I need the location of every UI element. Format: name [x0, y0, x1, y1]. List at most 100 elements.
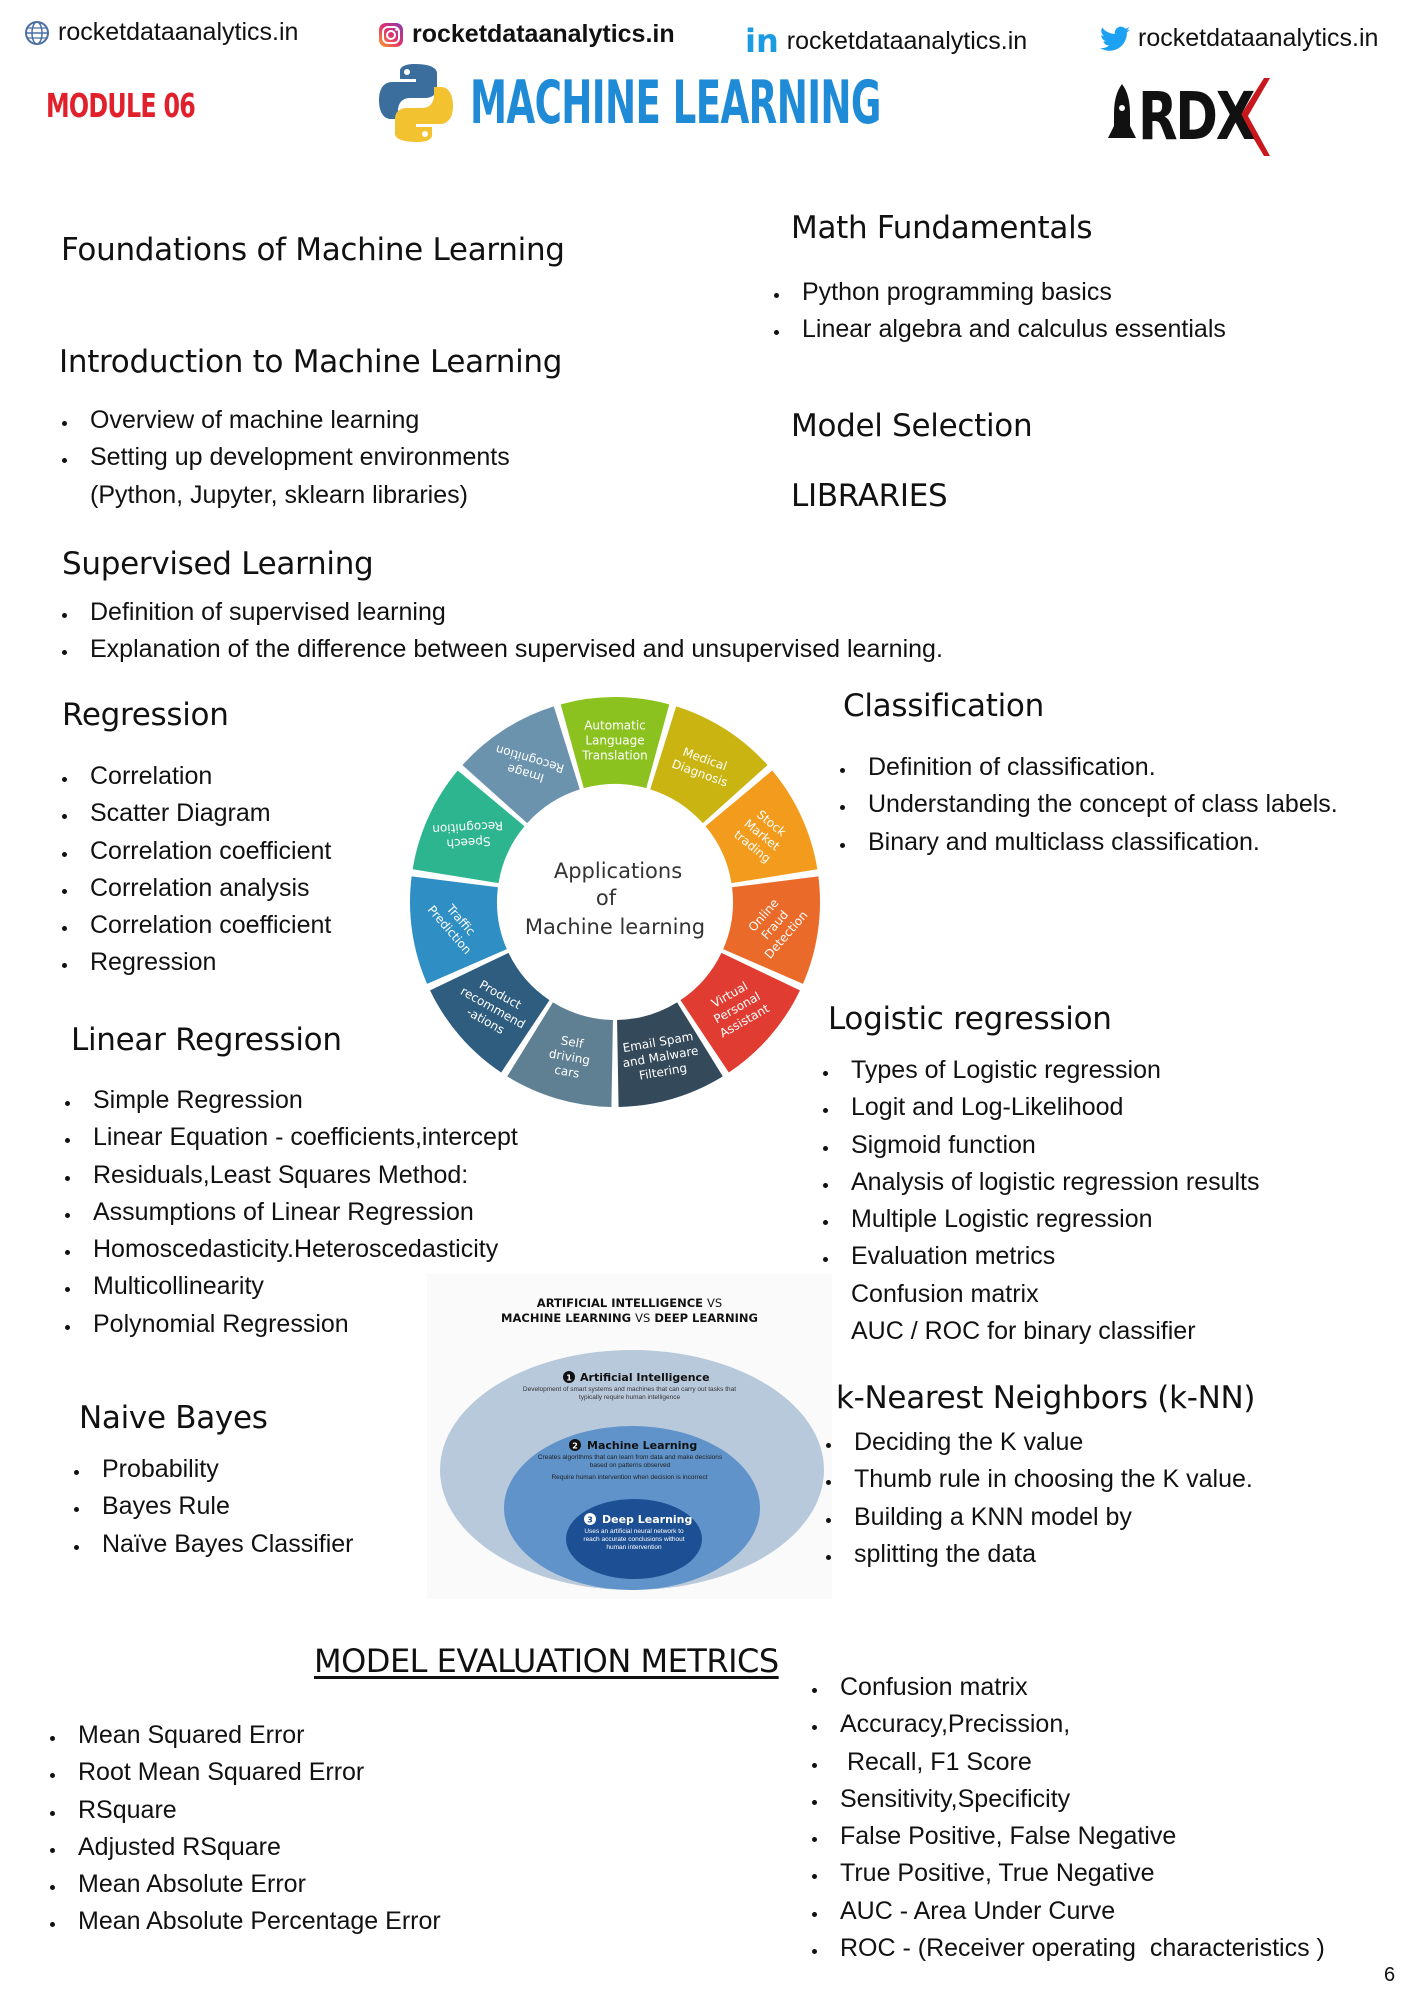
linkedin-icon: in: [745, 22, 779, 60]
list-item: Python programming basics: [772, 274, 1226, 311]
ml-number: 2: [572, 1442, 578, 1451]
globe-icon: [25, 20, 49, 45]
linear-regression-list: Simple Regression Linear Equation - coef…: [63, 1082, 518, 1343]
wheel-segment: TrafficPrediction: [410, 876, 507, 984]
list-item: Residuals,Least Squares Method:: [63, 1157, 518, 1194]
ai-title: Artificial Intelligence: [580, 1371, 710, 1384]
list-item: Linear Equation - coefficients,intercept: [63, 1119, 518, 1156]
ml-title: Machine Learning: [587, 1439, 697, 1452]
python-logo-icon: [379, 64, 453, 142]
list-item: Explanation of the difference between su…: [60, 631, 943, 668]
list-item: Linear algebra and calculus essentials: [772, 311, 1226, 348]
math-list: Python programming basics Linear algebra…: [772, 274, 1226, 349]
wheel-segment-shape: [507, 1002, 613, 1107]
list-item: Mean Absolute Error: [48, 1866, 441, 1903]
nested-ellipses: 1 Artificial Intelligence 2 Machine Lear…: [440, 1350, 824, 1590]
instagram-link[interactable]: rocketdataanalytics.in: [378, 20, 675, 49]
module-label: MODULE 06: [46, 86, 196, 125]
list-item: Simple Regression: [63, 1082, 518, 1119]
wheel-segment-label: Selfdrivingcars: [545, 1032, 593, 1082]
list-item: Root Mean Squared Error: [48, 1754, 441, 1791]
wheel-segment-shape: [680, 952, 800, 1073]
page-main-title: MACHINE LEARNING: [470, 68, 881, 138]
math-heading: Math Fundamentals: [791, 210, 1093, 246]
wheel-segment-shape: [617, 1002, 723, 1107]
list-item: Setting up development environments: [60, 439, 510, 476]
linkedin-text: rocketdataanalytics.in: [786, 26, 1028, 55]
wheel-segment-shape: [430, 952, 550, 1073]
wheel-segment: Selfdrivingcars: [507, 1002, 613, 1107]
list-item: Polynomial Regression: [63, 1306, 518, 1343]
diagram-title-ml: MACHINE LEARNING: [501, 1311, 632, 1325]
rocket-icon: [1108, 78, 1270, 156]
list-item: Probability: [72, 1451, 353, 1488]
list-item: Correlation coefficient: [60, 833, 331, 870]
evaluation-left-list: Mean Squared Error Root Mean Squared Err…: [48, 1717, 441, 1941]
instagram-text: rocketdataanalytics.in: [412, 20, 675, 48]
instagram-icon: [379, 22, 403, 47]
diagram-title-ai: ARTIFICIAL INTELLIGENCE: [536, 1296, 703, 1310]
ai-ml-dl-diagram: ARTIFICIAL INTELLIGENCE VS MACHINE LEARN…: [427, 1274, 832, 1599]
list-item: Binary and multiclass classification.: [838, 824, 1338, 861]
list-item: Bayes Rule: [72, 1488, 353, 1525]
wheel-segment-shape: [705, 770, 818, 884]
classification-heading: Classification: [843, 688, 1044, 724]
regression-heading: Regression: [62, 697, 229, 733]
linkedin-link[interactable]: in rocketdataanalytics.in: [745, 22, 1027, 60]
diagram-title-vs: VS: [707, 1296, 723, 1310]
evaluation-heading: MODEL EVALUATION METRICS: [314, 1642, 779, 1680]
list-item: Overview of machine learning: [60, 402, 510, 439]
list-item: Deciding the K value: [824, 1424, 1253, 1461]
website-link[interactable]: rocketdataanalytics.in: [24, 18, 298, 47]
list-item: Confusion matrix: [810, 1669, 1325, 1706]
list-item: Recall, F1 Score: [810, 1744, 1325, 1781]
wheel-segment: ImageRecognition: [462, 706, 580, 824]
wheel-segment-shape: [462, 706, 580, 824]
list-item: Definition of supervised learning: [60, 594, 943, 631]
classification-list: Definition of classification. Understand…: [838, 749, 1338, 861]
list-item: Multiple Logistic regression: [821, 1201, 1260, 1238]
twitter-text: rocketdataanalytics.in: [1138, 24, 1379, 52]
supervised-list: Definition of supervised learning Explan…: [60, 594, 943, 669]
model-selection-heading: Model Selection: [791, 408, 1033, 444]
foundations-heading: Foundations of Machine Learning: [61, 232, 565, 268]
wheel-segment-shape: [412, 770, 525, 884]
list-item: Naïve Bayes Classifier: [72, 1526, 353, 1563]
rdx-logo: RDX: [1108, 74, 1288, 156]
ml-description-2: Require human intervention when decision…: [551, 1474, 708, 1481]
list-item: Scatter Diagram: [60, 795, 331, 832]
wheel-center-line3: Machine learning: [525, 915, 705, 939]
diagram-title-dl: DEEP LEARNING: [654, 1311, 758, 1325]
list-item: Homoscedasticity.Heteroscedasticity: [63, 1231, 518, 1268]
list-item: Sensitivity,Specificity: [810, 1781, 1325, 1818]
naive-bayes-heading: Naive Bayes: [79, 1400, 268, 1436]
libraries-heading: LIBRARIES: [791, 478, 948, 514]
list-item: Adjusted RSquare: [48, 1829, 441, 1866]
twitter-link[interactable]: rocketdataanalytics.in: [1100, 24, 1378, 53]
list-item: Accuracy,Precission,: [810, 1706, 1325, 1743]
list-item: (Python, Jupyter, sklearn libraries): [90, 480, 468, 509]
list-item: Definition of classification.: [838, 749, 1338, 786]
list-item: Thumb rule in choosing the K value.: [824, 1461, 1253, 1498]
list-item: Understanding the concept of class label…: [838, 786, 1338, 823]
wheel-segment: MedicalDiagnosis: [650, 706, 768, 824]
ai-number: 1: [566, 1374, 572, 1383]
wheel-segment-shape: [560, 697, 670, 789]
diagram-title: ARTIFICIAL INTELLIGENCE VS MACHINE LEARN…: [427, 1296, 832, 1326]
linear-regression-heading: Linear Regression: [71, 1022, 342, 1058]
rdx-logo-text: RDX: [1138, 78, 1255, 155]
list-item: Building a KNN model by: [824, 1499, 1253, 1536]
dl-number: 3: [587, 1516, 593, 1525]
list-item: Confusion matrix: [851, 1279, 1039, 1308]
list-item: Logit and Log-Likelihood: [821, 1089, 1260, 1126]
supervised-heading: Supervised Learning: [62, 546, 374, 582]
wheel-segment-shape: [723, 876, 820, 984]
list-item: Assumptions of Linear Regression: [63, 1194, 518, 1231]
wheel-segment-label: SpeechRecognition: [432, 818, 504, 851]
dl-description: Uses an artificial neural network to rea…: [583, 1528, 685, 1551]
logistic-list: Types of Logistic regression Logit and L…: [821, 1052, 1260, 1350]
wheel-center-line2: of: [596, 886, 617, 910]
list-item: True Positive, True Negative: [810, 1855, 1325, 1892]
